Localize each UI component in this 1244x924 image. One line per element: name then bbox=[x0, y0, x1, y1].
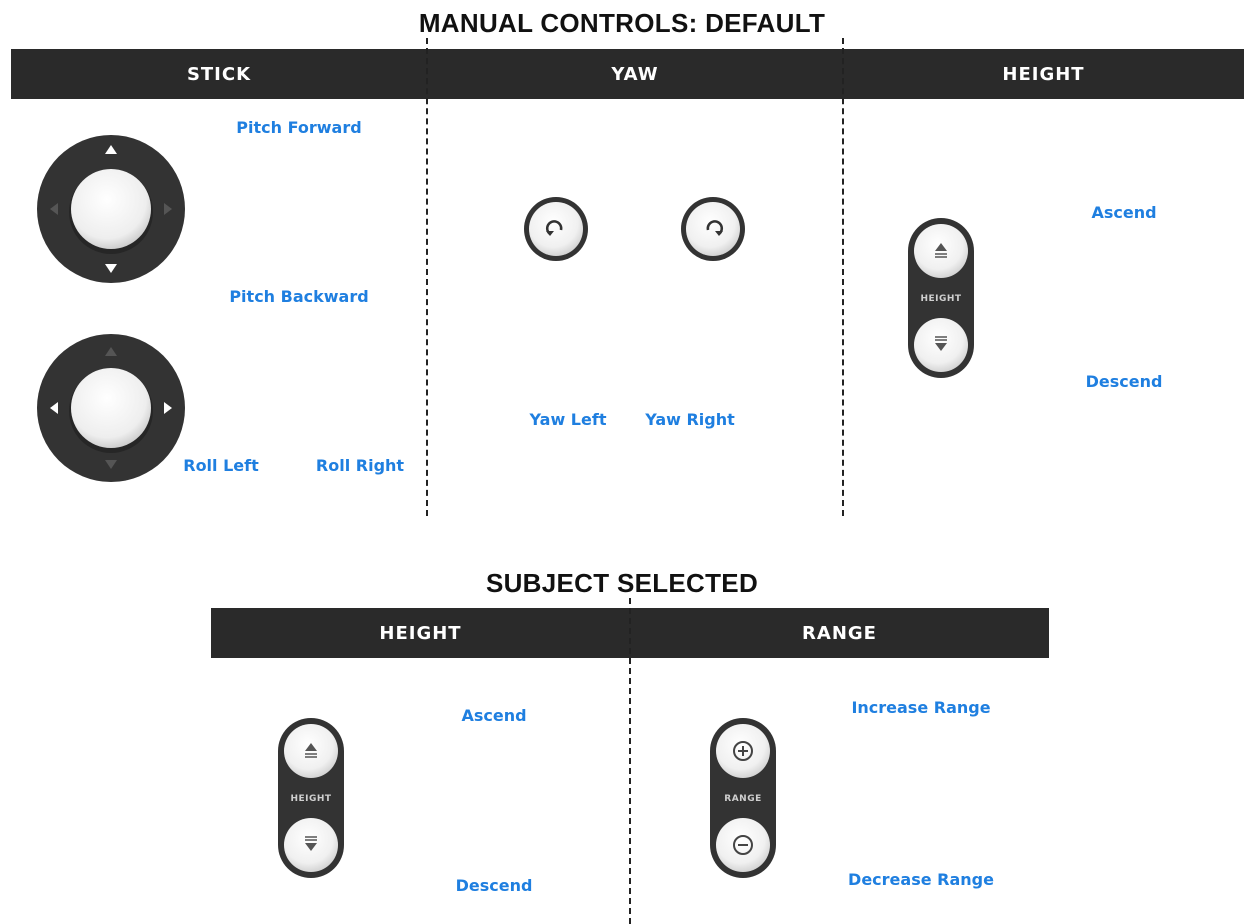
minus-circle-icon bbox=[733, 835, 753, 855]
range-pill-label: RANGE bbox=[724, 794, 761, 804]
column-header-height: HEIGHT bbox=[1002, 63, 1085, 85]
joystick-knob[interactable] bbox=[71, 368, 151, 448]
column-header-yaw: YAW bbox=[611, 63, 659, 85]
height-control-pill[interactable]: HEIGHT bbox=[907, 217, 975, 379]
joystick-roll[interactable] bbox=[36, 333, 186, 483]
stick-right-arrow-icon bbox=[164, 203, 172, 215]
height-pill-label: HEIGHT bbox=[920, 294, 961, 304]
eject-up-icon bbox=[935, 243, 947, 251]
label-roll-left: Roll Left bbox=[183, 456, 259, 475]
eject-down-icon bbox=[935, 343, 947, 351]
stick-right-arrow-icon bbox=[164, 402, 172, 414]
stick-left-arrow-icon bbox=[50, 203, 58, 215]
label-yaw-right: Yaw Right bbox=[645, 410, 735, 429]
label-pitch-forward: Pitch Forward bbox=[236, 118, 362, 137]
label-increase-range: Increase Range bbox=[851, 698, 991, 717]
stick-up-arrow-icon bbox=[105, 145, 117, 154]
stick-left-arrow-icon bbox=[50, 402, 58, 414]
section-title-manual-controls: MANUAL CONTROLS: DEFAULT bbox=[418, 8, 826, 38]
section-title-subject-selected: SUBJECT SELECTED bbox=[485, 568, 759, 598]
stick-down-arrow-icon bbox=[105, 460, 117, 469]
stick-down-arrow-icon bbox=[105, 264, 117, 273]
label-pitch-backward: Pitch Backward bbox=[229, 287, 369, 306]
label-ascend: Ascend bbox=[1091, 203, 1157, 222]
yaw-left-button[interactable] bbox=[523, 196, 589, 262]
joystick-knob[interactable] bbox=[71, 169, 151, 249]
column-divider bbox=[426, 38, 428, 516]
joystick-pitch[interactable] bbox=[36, 134, 186, 284]
column-header-height: HEIGHT bbox=[379, 622, 462, 644]
stick-up-arrow-icon bbox=[105, 347, 117, 356]
label-descend: Descend bbox=[455, 876, 533, 895]
eject-down-icon bbox=[305, 843, 317, 851]
label-ascend: Ascend bbox=[461, 706, 527, 725]
column-header-bar: STICK YAW HEIGHT bbox=[11, 49, 1244, 99]
height-pill-label: HEIGHT bbox=[290, 794, 331, 804]
column-divider bbox=[842, 38, 844, 516]
column-divider bbox=[629, 598, 631, 924]
label-roll-right: Roll Right bbox=[315, 456, 405, 475]
label-decrease-range: Decrease Range bbox=[848, 870, 994, 889]
range-control-pill[interactable]: RANGE bbox=[709, 717, 777, 879]
label-yaw-left: Yaw Left bbox=[529, 410, 607, 429]
column-header-stick: STICK bbox=[186, 63, 252, 85]
plus-circle-icon bbox=[733, 741, 753, 761]
height-control-pill[interactable]: HEIGHT bbox=[277, 717, 345, 879]
column-header-range: RANGE bbox=[802, 622, 877, 644]
label-descend: Descend bbox=[1085, 372, 1163, 391]
eject-up-icon bbox=[305, 743, 317, 751]
yaw-right-button[interactable] bbox=[680, 196, 746, 262]
